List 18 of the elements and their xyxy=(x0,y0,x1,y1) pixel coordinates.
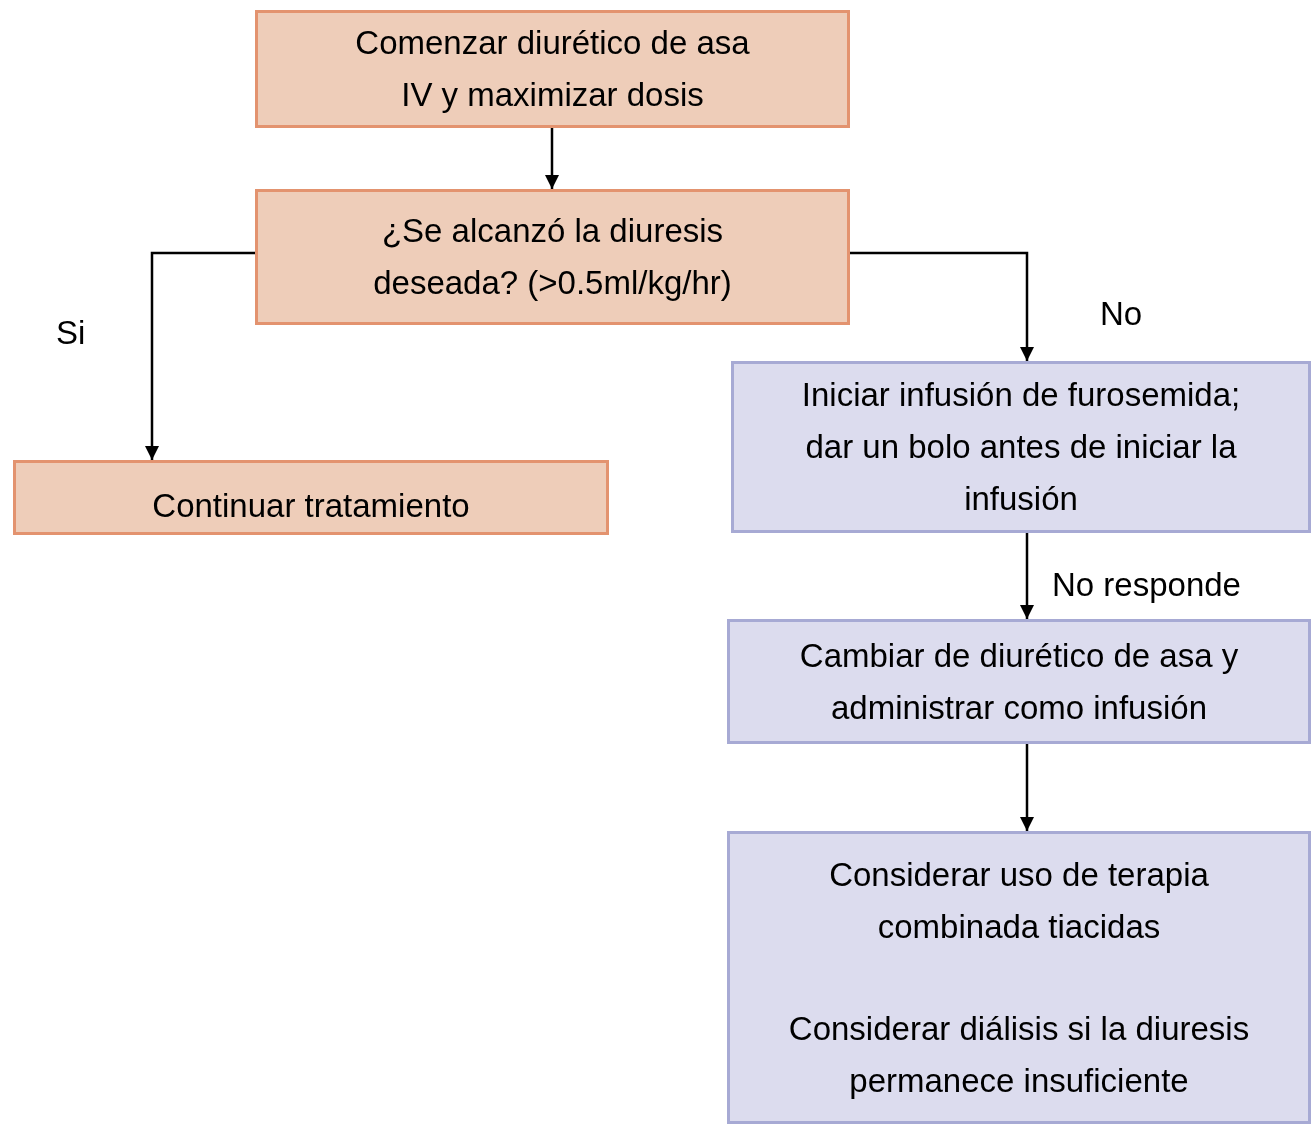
process-box xyxy=(731,361,1311,533)
box-text: ¿Se alcanzó la diuresis deseada? (>0.5ml/kg/hr) xyxy=(372,211,733,303)
arrow xyxy=(850,251,1034,361)
box-text: Iniciar infusión de furosemida; dar un bolo antes de iniciar la infusión xyxy=(800,375,1242,519)
process-box xyxy=(13,460,609,535)
arrow xyxy=(545,128,559,189)
process-box xyxy=(255,189,850,325)
process-box xyxy=(727,831,1311,1124)
box-text: Considerar diálisis si la diuresis permanece insuficiente xyxy=(787,1008,1251,1101)
box-text: Continuar tratamiento xyxy=(152,485,470,526)
process-box xyxy=(255,10,850,128)
arrow xyxy=(1020,744,1034,831)
arrow xyxy=(145,251,255,460)
arrow xyxy=(1020,533,1034,619)
process-box xyxy=(727,619,1311,744)
box-text: Comenzar diurético de asa IV y maximizar dosis xyxy=(354,23,751,115)
box-text: Considerar uso de terapia combinada tiacidas xyxy=(828,854,1210,947)
box-text: Cambiar de diurético de asa y administrar como infusión xyxy=(798,635,1240,728)
